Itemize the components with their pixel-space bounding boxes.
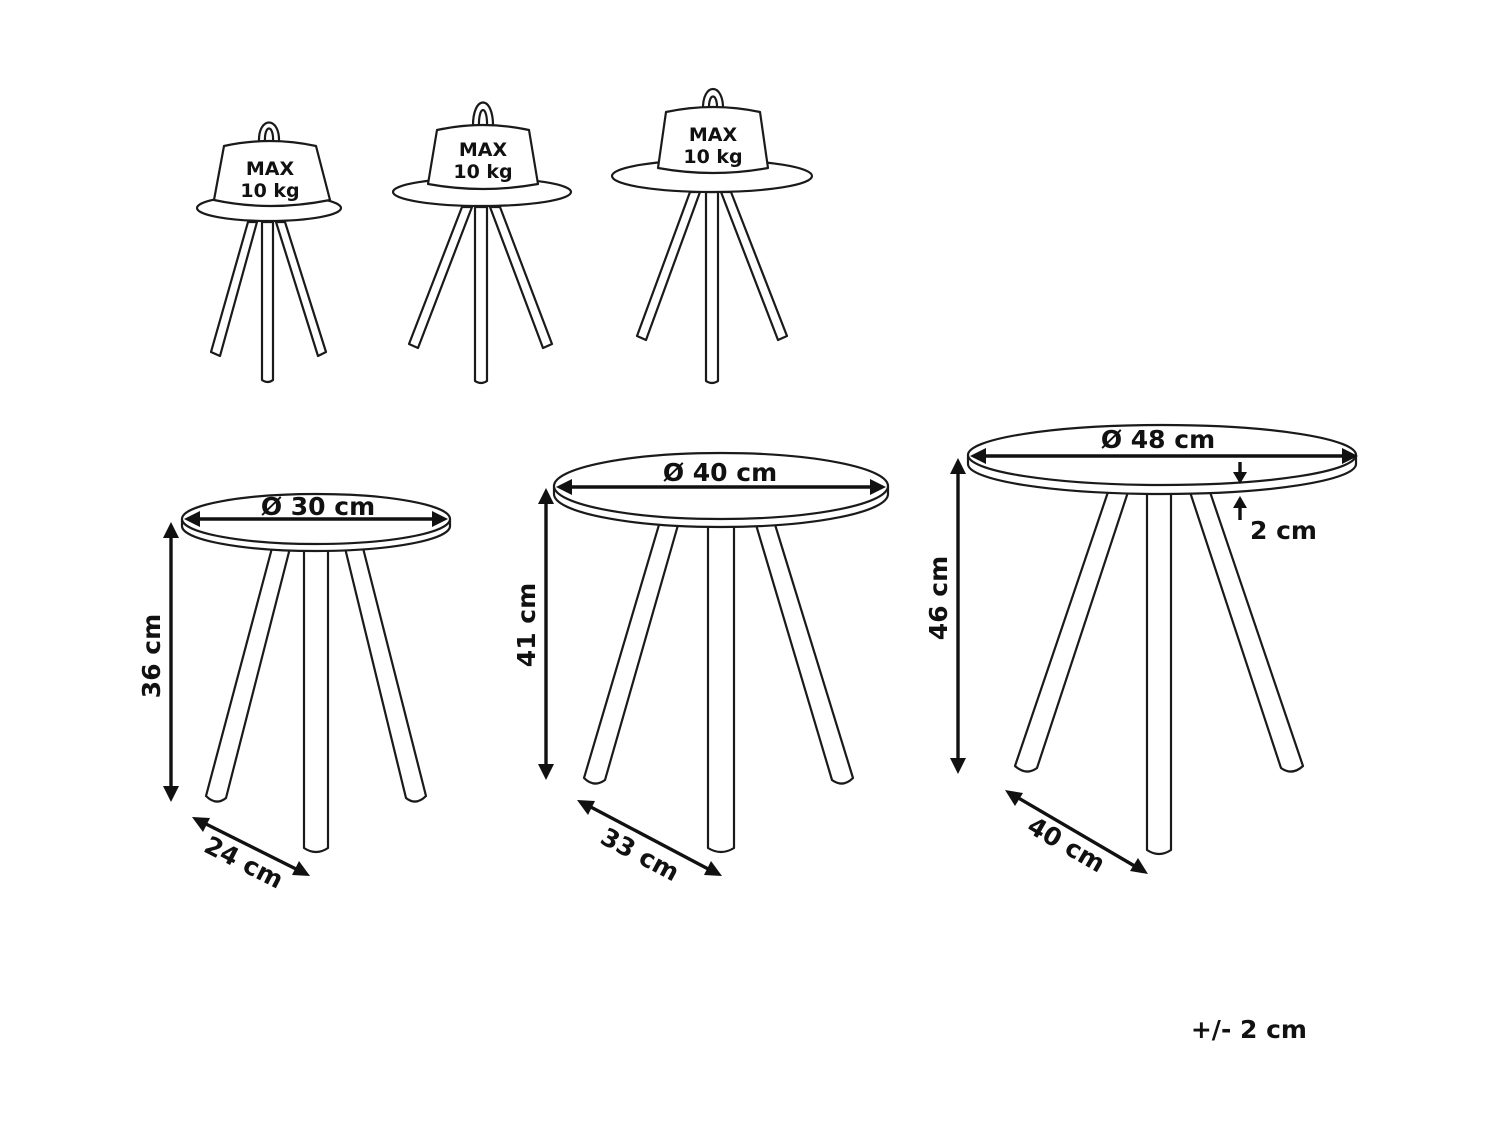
small-footprint-label: 24 cm: [200, 830, 288, 894]
medium-table-legs: [407, 205, 554, 385]
large-weight-icon: MAX 10 kg: [656, 88, 770, 175]
small-weight-label-kg: 10 kg: [240, 180, 299, 202]
medium-table-dimension-drawing: Ø 40 cm 41 cm 33 cm: [512, 451, 890, 887]
medium-weight-icon: MAX 10 kg: [426, 101, 540, 191]
large-thickness-label: 2 cm: [1250, 516, 1317, 545]
small-table-load-illustration: MAX 10 kg: [195, 121, 343, 384]
medium-height-dimension: 41 cm: [512, 488, 554, 780]
large-height-dimension: 46 cm: [924, 458, 966, 774]
large-diameter-dimension: Ø 48 cm: [970, 425, 1358, 464]
small-height-label: 36 cm: [137, 614, 166, 698]
medium-table-load-illustration: MAX 10 kg: [391, 101, 573, 385]
large-diameter-label: Ø 48 cm: [1101, 425, 1215, 454]
medium-height-label: 41 cm: [512, 583, 541, 667]
large-table-legs-large: [1013, 490, 1305, 856]
medium-footprint-dimension: 33 cm: [577, 800, 722, 887]
small-weight-icon: MAX 10 kg: [212, 121, 332, 208]
large-table-dimension-drawing: Ø 48 cm 2 cm 46 cm 40 cm: [924, 423, 1358, 878]
small-table-dimension-drawing: Ø 30 cm 36 cm 24 cm: [137, 492, 452, 894]
large-footprint-dimension: 40 cm: [1005, 790, 1148, 878]
small-diameter-label: Ø 30 cm: [261, 492, 375, 521]
large-height-label: 46 cm: [924, 556, 953, 640]
tolerance-note: +/- 2 cm: [1191, 1015, 1307, 1044]
large-thickness-dimension: 2 cm: [1233, 462, 1317, 545]
large-table-load-illustration: MAX 10 kg: [610, 88, 814, 385]
large-weight-label-kg: 10 kg: [683, 146, 742, 168]
medium-weight-label-kg: 10 kg: [453, 161, 512, 183]
small-table-legs-large: [204, 546, 428, 854]
large-footprint-label: 40 cm: [1022, 811, 1110, 878]
large-table-legs: [635, 190, 789, 385]
medium-diameter-label: Ø 40 cm: [663, 458, 777, 487]
large-weight-label-max: MAX: [689, 124, 738, 146]
small-table-legs: [209, 220, 328, 384]
small-diameter-dimension: Ø 30 cm: [184, 492, 448, 527]
medium-table-legs-large: [582, 516, 855, 854]
medium-diameter-dimension: Ø 40 cm: [556, 458, 886, 495]
small-weight-label-max: MAX: [246, 158, 295, 180]
small-height-dimension: 36 cm: [137, 522, 179, 802]
small-footprint-dimension: 24 cm: [192, 817, 310, 894]
medium-weight-label-max: MAX: [459, 139, 508, 161]
